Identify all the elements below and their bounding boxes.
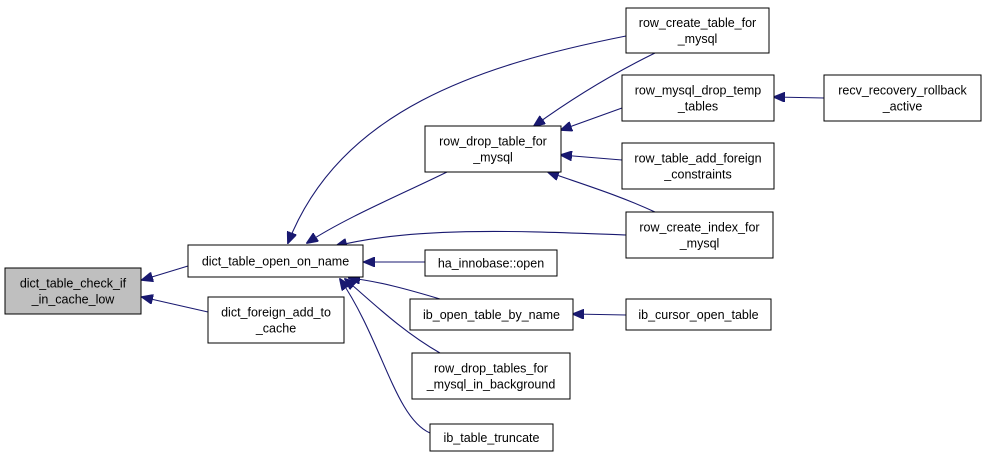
node-label-line: _in_cache_low <box>31 293 116 307</box>
node-label-line: ib_cursor_open_table <box>638 308 758 322</box>
node-cursor-open[interactable]: ib_cursor_open_table <box>625 298 772 331</box>
node-box <box>625 211 774 259</box>
node-box <box>4 267 142 315</box>
node-drop-temp[interactable]: row_mysql_drop_temp _tables <box>621 74 775 122</box>
node-label-line: row_drop_table_for <box>439 135 547 149</box>
edge-foreign_add-to-root <box>142 297 209 313</box>
node-ha-open[interactable]: ha_innobase::open <box>424 249 558 277</box>
node-box <box>625 298 772 331</box>
node-label-line: row_create_table_for <box>639 16 756 30</box>
node-add-foreign[interactable]: row_table_add_foreign _constraints <box>621 142 775 190</box>
edge-create_table-to-open_on_name <box>288 35 627 243</box>
node-box <box>409 298 574 331</box>
node-ib-open-by-name[interactable]: ib_open_table_by_name <box>409 298 574 331</box>
edge-open_on_name-to-root <box>142 265 189 280</box>
edge-drop_temp-to-drop_table <box>561 107 623 130</box>
edge-create_index-to-open_on_name <box>336 230 627 246</box>
node-label-line: dict_table_check_if <box>20 277 127 291</box>
edge-drop_bg-to-open_on_name <box>345 279 441 354</box>
node-label-line: ib_table_truncate <box>444 431 540 445</box>
node-create-table[interactable]: row_create_table_for _mysql <box>625 7 770 54</box>
node-create-index[interactable]: row_create_index_for _mysql <box>625 211 774 259</box>
node-label-line: _active <box>882 100 923 114</box>
nodes-layer: dict_table_check_if_in_cache_lowdict_tab… <box>4 7 982 452</box>
node-box <box>411 352 571 400</box>
node-label-line: ha_innobase::open <box>438 257 544 271</box>
node-label-line: _mysql <box>679 237 720 251</box>
node-drop-table[interactable]: row_drop_table_for _mysql <box>424 125 562 173</box>
node-box <box>207 296 345 344</box>
node-box <box>424 249 558 277</box>
edge-add_foreign-to-drop_table <box>561 155 623 160</box>
node-label-line: row_table_add_foreign <box>634 152 761 166</box>
node-label-line: row_mysql_drop_temp <box>635 84 761 98</box>
node-label-line: ib_open_table_by_name <box>423 308 560 322</box>
node-label-line: _cache <box>255 322 296 336</box>
node-box <box>625 7 770 54</box>
node-foreign-add[interactable]: dict_foreign_add_to _cache <box>207 296 345 344</box>
edge-cursor_open-to-ib_open_by_name <box>573 314 627 315</box>
node-box <box>429 423 554 452</box>
edge-truncate-to-open_on_name <box>340 279 431 434</box>
edge-ib_open_by_name-to-open_on_name <box>349 278 441 300</box>
node-box <box>424 125 562 173</box>
edge-recv_rollback-to-drop_temp <box>774 97 825 98</box>
node-label-line: _mysql <box>677 32 718 46</box>
node-root[interactable]: dict_table_check_if _in_cache_low <box>4 267 142 315</box>
node-box <box>621 142 775 190</box>
node-box <box>187 244 364 278</box>
node-label-line: _constraints <box>663 168 731 182</box>
node-label-line: row_create_index_for <box>639 221 759 235</box>
node-label-line: _mysql <box>472 151 513 165</box>
edge-create_table-to-drop_table <box>534 52 656 126</box>
node-label-line: _mysql_in_background <box>426 378 556 392</box>
node-box <box>823 74 982 122</box>
node-box <box>621 74 775 122</box>
node-label-line: row_drop_tables_for <box>434 362 548 376</box>
node-truncate[interactable]: ib_table_truncate <box>429 423 554 452</box>
edge-create_index-to-drop_table <box>548 172 656 213</box>
edges-layer <box>142 35 825 434</box>
node-drop-bg[interactable]: row_drop_tables_for _mysql_in_background <box>411 352 571 400</box>
node-open-on-name[interactable]: dict_table_open_on_name <box>187 244 364 278</box>
node-label-line: dict_foreign_add_to <box>221 306 331 320</box>
node-label-line: recv_recovery_rollback <box>838 84 967 98</box>
node-recv-rollback[interactable]: recv_recovery_rollback _active <box>823 74 982 122</box>
edge-drop_table-to-open_on_name <box>307 171 448 243</box>
node-label-line: dict_table_open_on_name <box>202 255 349 269</box>
node-label-line: _tables <box>677 100 718 114</box>
